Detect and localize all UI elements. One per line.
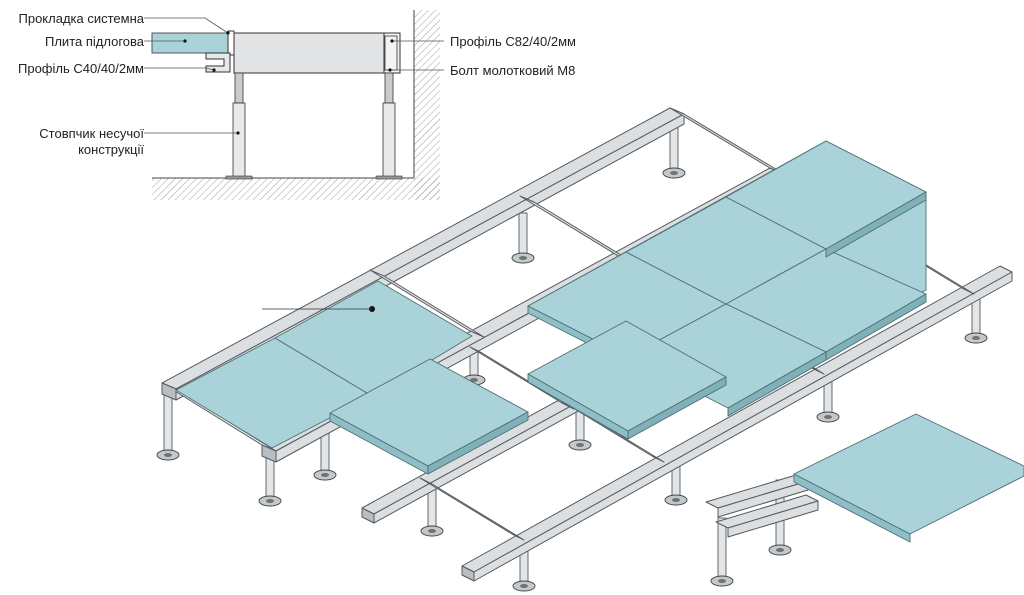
pedestal-base-hub xyxy=(470,378,478,382)
pedestal-base-hub xyxy=(776,548,784,552)
rail-a-cross-2 xyxy=(369,269,485,338)
tile-b3-right xyxy=(825,191,927,258)
label-system-gasket: Прокладка системна xyxy=(18,11,145,26)
c40-profile-section xyxy=(205,52,231,73)
tile-b6-right xyxy=(627,376,727,440)
pedestal-base-hub xyxy=(672,498,680,502)
rail-a-end-face-2 xyxy=(261,444,277,463)
slab-hatch xyxy=(152,178,440,200)
wall-hatch xyxy=(414,10,440,200)
tiles-group xyxy=(175,140,1024,543)
pedestal-base-hub xyxy=(576,443,584,447)
label-profile-c40: Профіль С40/40/2мм xyxy=(18,61,144,76)
rail-a-end-face xyxy=(161,382,177,401)
detail-rail-1-side xyxy=(717,480,809,518)
label-floor-tile: Плита підлогова xyxy=(45,34,144,49)
pedestal-base-hub xyxy=(972,336,980,340)
c82-profile-section xyxy=(233,32,385,74)
label-profile-c82: Профіль С82/40/2мм xyxy=(450,34,576,49)
pedestal-base-hub xyxy=(670,171,678,175)
pedestal-base-hub xyxy=(266,499,274,503)
tile-detail-front xyxy=(793,473,911,543)
tile-a2-top xyxy=(274,280,473,397)
pedestal-base-hub xyxy=(824,415,832,419)
section-detail xyxy=(144,10,444,200)
detail-rail-2-side xyxy=(727,500,819,538)
label-pedestal-line1: Стовпчик несучої xyxy=(39,126,144,141)
pedestal-base-hub xyxy=(321,473,329,477)
pedestal-base-hub xyxy=(519,256,527,260)
rail-b-cross-1 xyxy=(419,477,525,541)
label-pedestal-line2: конструкції xyxy=(78,142,144,157)
tile-b5-right xyxy=(727,351,827,417)
tile-a3-right xyxy=(427,411,529,475)
pedestal-base-hub xyxy=(164,453,172,457)
pedestal-base-hub xyxy=(428,529,436,533)
rail-b-end-face xyxy=(361,507,375,524)
pedestal-base-hub xyxy=(718,579,726,583)
rail-b-end-face-2 xyxy=(461,565,475,582)
pedestal-base-hub xyxy=(520,584,528,588)
label-hammer-bolt: Болт молотковий М8 xyxy=(450,63,576,78)
